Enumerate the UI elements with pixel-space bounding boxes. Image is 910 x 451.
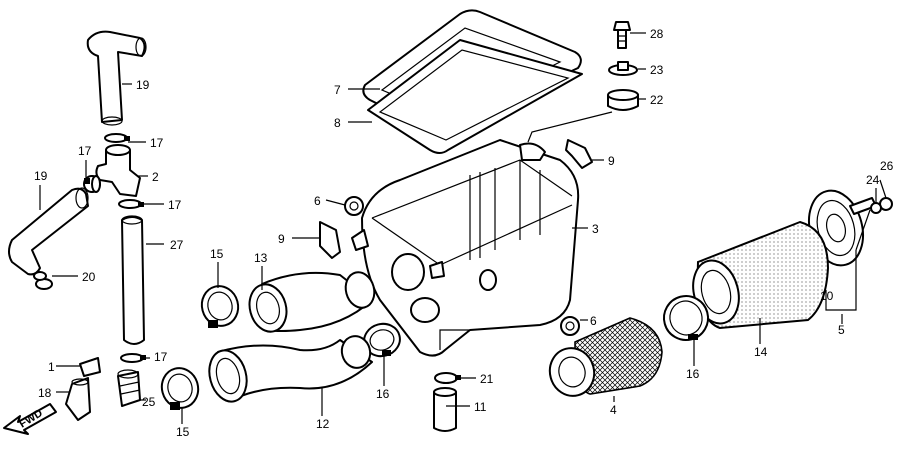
- callout-labels: 28 23 22 7 8 9 9 6 6 3 26 24 10 5 14 16 …: [34, 27, 894, 439]
- callout-1: 1: [48, 360, 55, 374]
- clip-1: [79, 357, 101, 377]
- band-16-right: [663, 295, 709, 341]
- callout-12: 12: [316, 417, 330, 431]
- callout-16-right: 16: [686, 367, 700, 381]
- hose-27: [121, 215, 145, 345]
- callout-19-upper: 19: [136, 78, 150, 92]
- clip-20: [33, 271, 53, 290]
- callout-4: 4: [610, 403, 617, 417]
- inner-element-4: [548, 317, 663, 397]
- callout-21: 21: [480, 372, 494, 386]
- callout-25: 25: [142, 395, 156, 409]
- grommet-6-lower: [560, 316, 580, 336]
- plug-18: [65, 377, 91, 421]
- callout-8: 8: [334, 116, 341, 130]
- clip-9-lower: [319, 221, 341, 259]
- callout-9-upper: 9: [608, 154, 615, 168]
- band-15-upper: [200, 285, 240, 328]
- leader-lines: [39, 32, 887, 424]
- callout-17-a: 17: [150, 136, 164, 150]
- callout-17-c: 17: [168, 198, 182, 212]
- clip-17-b: [84, 175, 101, 193]
- clip-17-c: [118, 199, 144, 209]
- callout-6-lower: 6: [590, 314, 597, 328]
- callout-10: 10: [820, 289, 834, 303]
- connecting-tube-13: [248, 271, 376, 333]
- airbox: [351, 139, 580, 357]
- callout-27: 27: [170, 238, 184, 252]
- callout-19-lower: 19: [34, 169, 48, 183]
- connecting-tube-12: [208, 335, 373, 403]
- callout-11: 11: [474, 400, 487, 414]
- callout-7: 7: [334, 83, 341, 97]
- grommet-6-upper: [344, 196, 364, 216]
- band-21: [434, 372, 461, 384]
- band-15-lower: [160, 367, 200, 410]
- callout-15-upper: 15: [210, 247, 224, 261]
- grommet-22: [607, 89, 639, 111]
- hose-19-upper: [86, 30, 147, 126]
- drain-tube-11: [433, 387, 457, 432]
- callout-22: 22: [650, 93, 664, 107]
- clip-17-d: [120, 353, 146, 363]
- washer-24: [870, 202, 882, 214]
- callout-26: 26: [880, 159, 894, 173]
- callout-3: 3: [592, 222, 599, 236]
- callout-14: 14: [754, 345, 768, 359]
- callout-16-left: 16: [376, 387, 390, 401]
- lid-gasket: [367, 39, 583, 154]
- callout-23: 23: [650, 63, 664, 77]
- hose-19-lower: [8, 187, 89, 276]
- callout-5: 5: [838, 323, 845, 337]
- callout-24: 24: [866, 173, 880, 187]
- callout-9-lower: 9: [278, 232, 285, 246]
- clip-17-a: [104, 133, 130, 143]
- callout-18: 18: [38, 386, 52, 400]
- clip-9-upper: [565, 139, 593, 169]
- washer-23: [608, 61, 638, 76]
- bolt-28: [613, 21, 631, 49]
- callout-6-upper: 6: [314, 194, 321, 208]
- callout-17-b: 17: [78, 144, 92, 158]
- callout-2: 2: [152, 170, 159, 184]
- filter-element-14: [692, 220, 830, 330]
- callout-28: 28: [650, 27, 664, 41]
- fwd-arrow: [3, 403, 57, 435]
- callout-13: 13: [254, 251, 268, 265]
- joint-25: [117, 369, 141, 407]
- callout-17-d: 17: [154, 350, 168, 364]
- callout-15-lower: 15: [176, 425, 190, 439]
- callout-20: 20: [82, 270, 96, 284]
